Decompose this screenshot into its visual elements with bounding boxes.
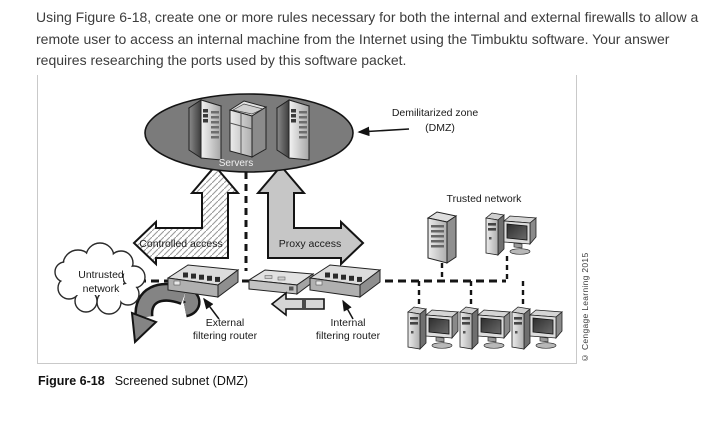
internal-router-label-line1: Internal bbox=[330, 317, 365, 329]
server-icon bbox=[276, 99, 310, 161]
trusted-network-label: Trusted network bbox=[447, 193, 523, 205]
question-line-1: Using Figure 6-18, create one or more ru… bbox=[36, 9, 699, 25]
server-icon bbox=[229, 100, 267, 158]
trusted-server-icon bbox=[427, 211, 457, 264]
figure-caption-label: Figure 6-18 bbox=[38, 374, 105, 388]
dmz-zone: Servers bbox=[144, 93, 354, 173]
question-line-2: remote user to access an internal machin… bbox=[36, 30, 670, 47]
server-icon bbox=[188, 99, 222, 161]
router-labels: External filtering router Internal filte… bbox=[193, 297, 381, 342]
proxy-access-label: Proxy access bbox=[279, 238, 341, 250]
dmz-label-line2: (DMZ) bbox=[425, 122, 455, 134]
untrusted-label-line2: network bbox=[83, 283, 121, 295]
proxy-access-arrow bbox=[255, 164, 365, 267]
servers-label: Servers bbox=[219, 158, 253, 169]
internal-filtering-router-icon bbox=[309, 264, 381, 298]
internal-router-callout-arrow bbox=[342, 299, 354, 320]
question-text: Using Figure 6-18, create one or more ru… bbox=[36, 7, 698, 72]
figure-caption-text: Screened subnet (DMZ) bbox=[114, 374, 249, 388]
controlled-access-label: Controlled access bbox=[139, 238, 222, 250]
dmz-callout-arrow bbox=[357, 126, 410, 137]
figure-caption: Figure 6-18 Screened subnet (DMZ) bbox=[38, 374, 248, 388]
workstation-icon bbox=[459, 306, 511, 350]
workstation-icon bbox=[407, 306, 459, 350]
external-router-label-line2: filtering router bbox=[193, 330, 258, 342]
copyright-notice: © Cengage Learning 2015 bbox=[580, 252, 590, 363]
trusted-network: Trusted network bbox=[407, 193, 563, 350]
middle-hub-icon bbox=[248, 269, 314, 295]
untrusted-label-line1: Untrusted bbox=[78, 269, 124, 281]
external-router-label-line1: External bbox=[206, 317, 245, 329]
dmz-label-line1: Demilitarized zone bbox=[392, 107, 479, 119]
return-arrow bbox=[270, 291, 325, 317]
external-router-callout-arrow bbox=[203, 297, 220, 320]
dmz-callout: Demilitarized zone (DMZ) bbox=[357, 107, 479, 137]
controlled-access-arrow bbox=[132, 164, 241, 267]
untrusted-network-cloud: Untrusted network bbox=[54, 242, 146, 315]
trusted-workstation-icon bbox=[485, 212, 537, 256]
internal-router-label-line2: filtering router bbox=[316, 330, 381, 342]
uturn-arrow bbox=[130, 282, 201, 345]
figure-frame: Controlled access Proxy access Servers bbox=[37, 75, 577, 364]
network-diagram: Controlled access Proxy access Servers bbox=[54, 93, 563, 350]
workstation-icon bbox=[511, 306, 563, 350]
question-line-3: requires researching the ports used by t… bbox=[36, 52, 407, 68]
